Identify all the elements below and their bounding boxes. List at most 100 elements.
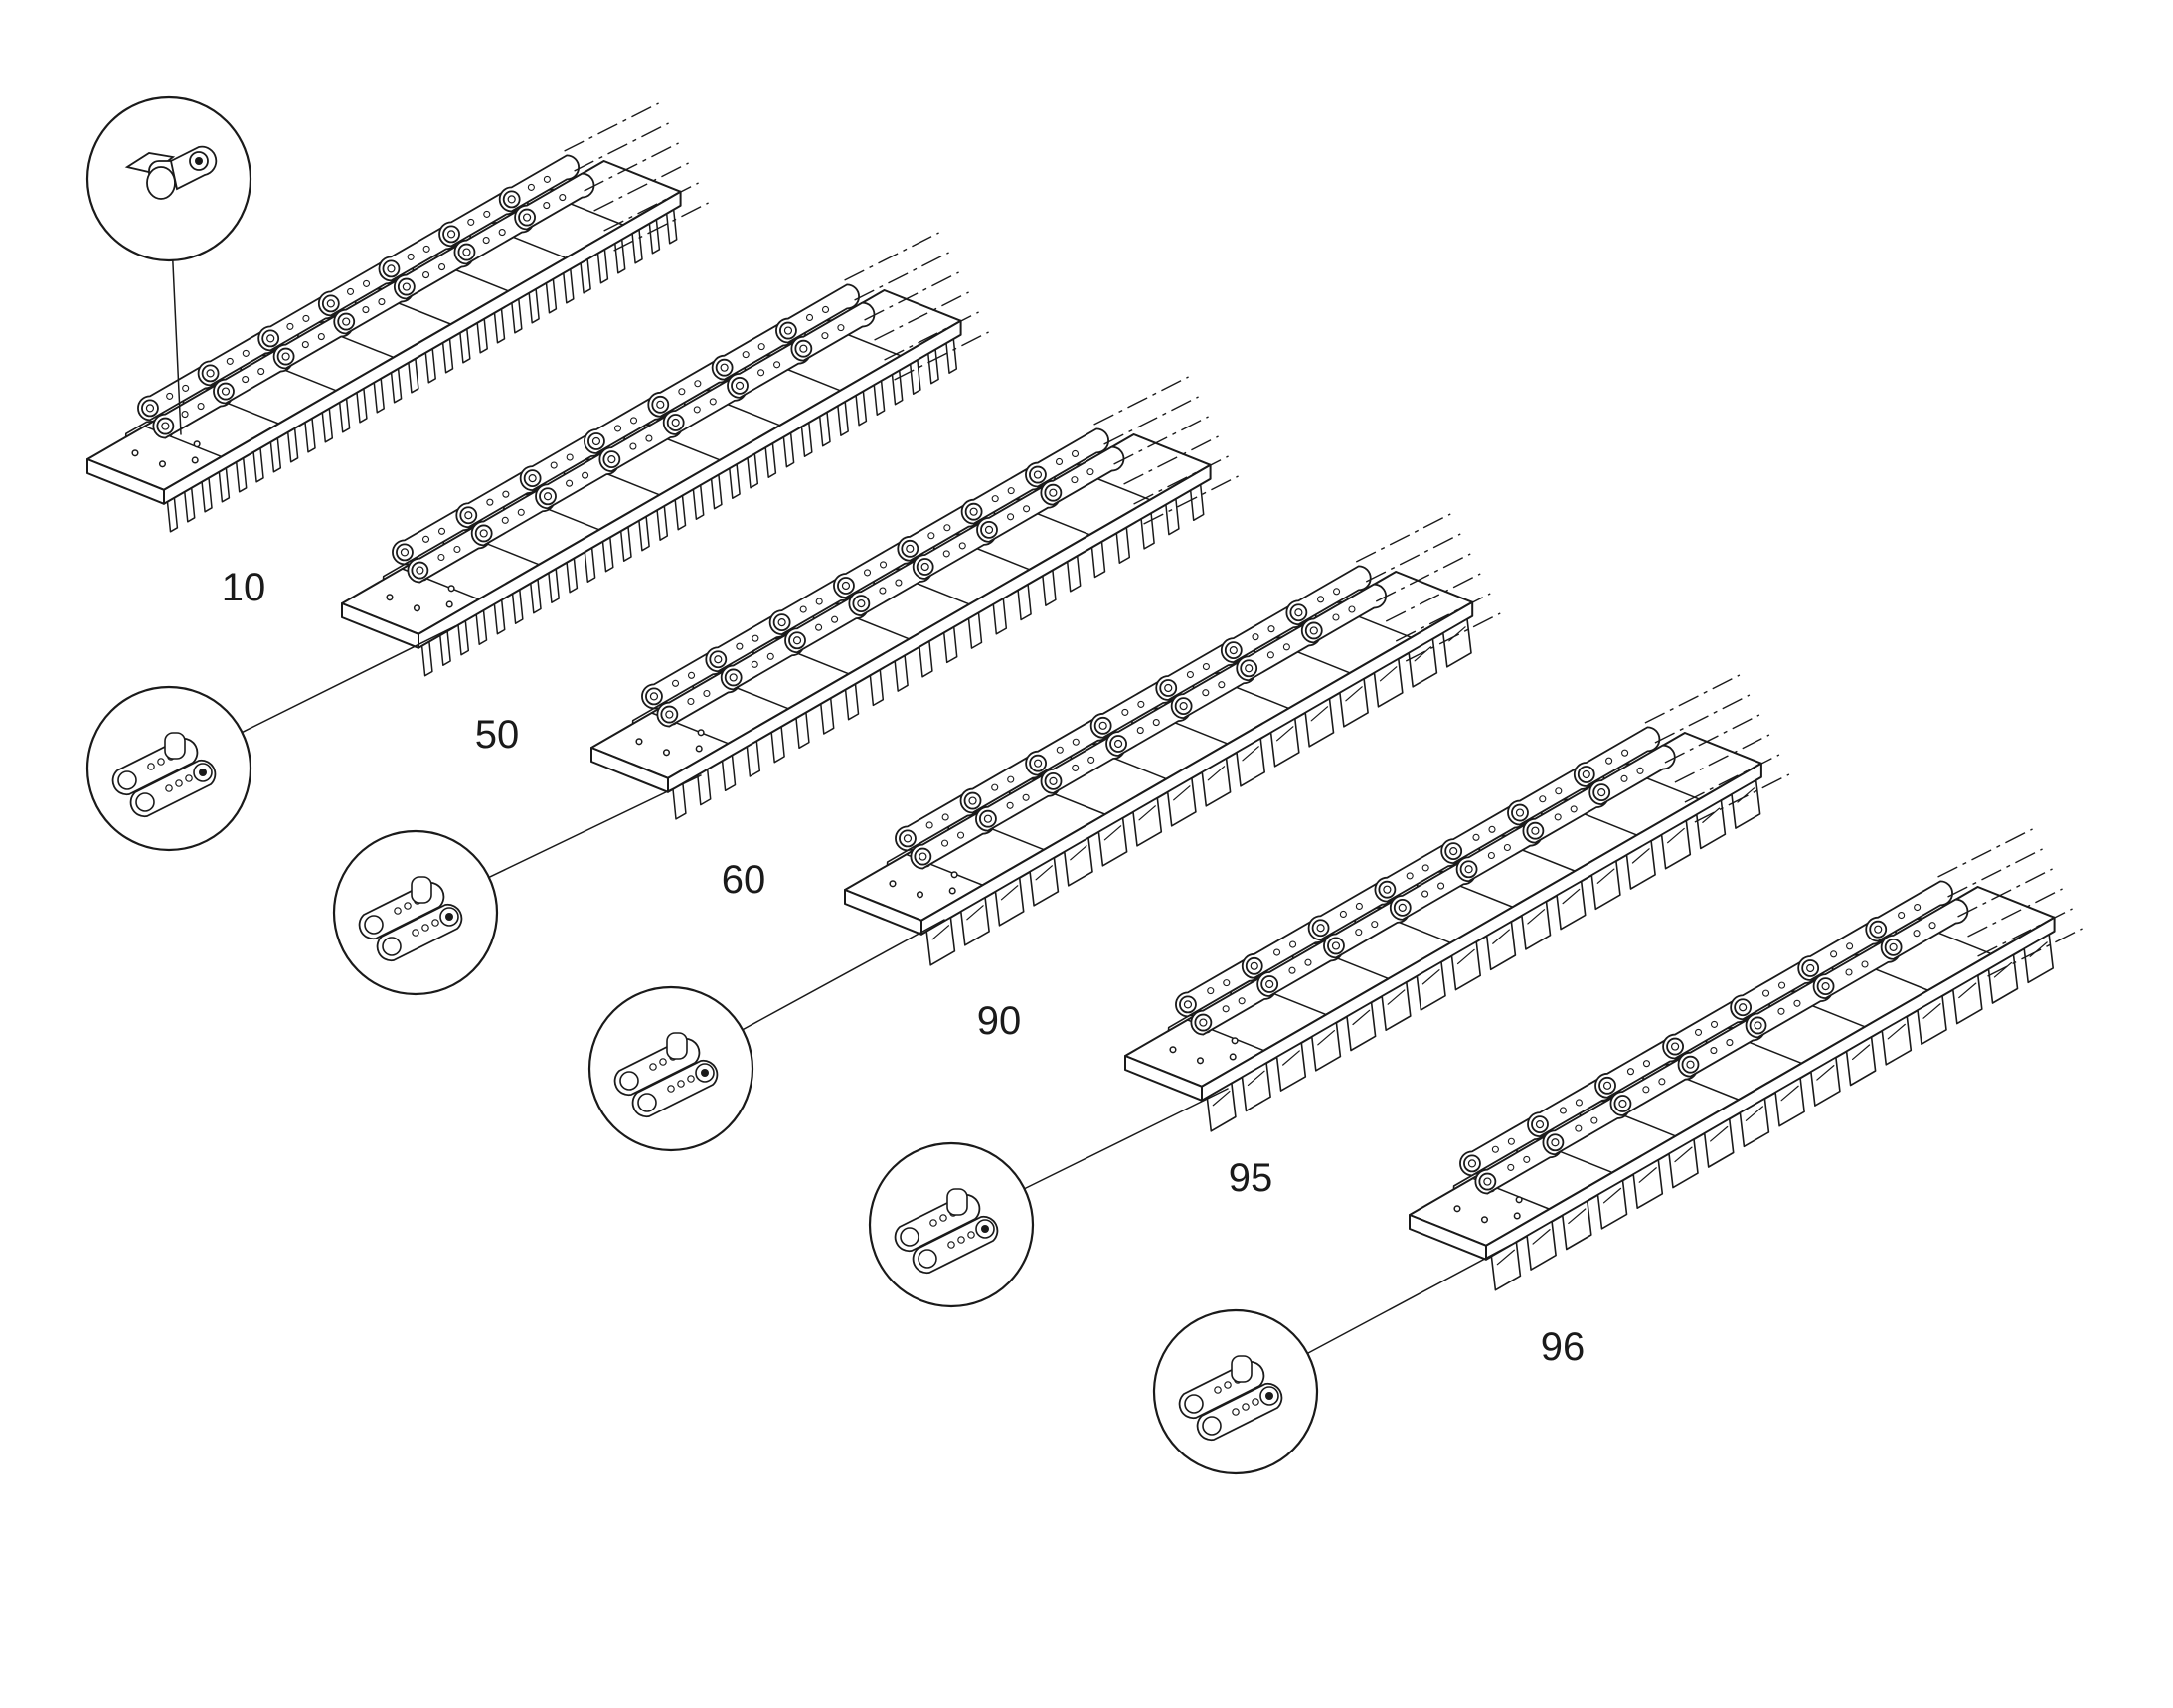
- box-grouser-line: [1035, 865, 1053, 881]
- tooth-grouser: [942, 625, 958, 664]
- chain-link-assembly-icon: [358, 876, 463, 962]
- box-grouser: [1241, 1062, 1271, 1112]
- box-grouser: [1064, 836, 1093, 887]
- link-window: [437, 527, 446, 535]
- link-window: [421, 924, 429, 932]
- chain-pin: [1311, 919, 1330, 938]
- chain-pin: [1224, 641, 1243, 660]
- box-grouser: [1236, 737, 1265, 787]
- bushing-shape: [946, 1188, 968, 1216]
- link-window: [1242, 1403, 1250, 1411]
- link-window: [943, 524, 951, 532]
- link-window: [751, 660, 758, 668]
- chain-pin: [709, 650, 728, 669]
- bolt-hole: [635, 738, 643, 746]
- link-window: [815, 598, 823, 605]
- link-window: [1288, 966, 1296, 974]
- assembly-number-label: 95: [1229, 1156, 1273, 1200]
- tooth-grouser: [321, 408, 334, 443]
- tooth-grouser: [545, 278, 558, 314]
- link-window: [742, 351, 750, 359]
- box-grouser: [1275, 1042, 1307, 1092]
- link-window: [421, 535, 430, 543]
- continuation-line: [1987, 928, 2083, 977]
- link-window: [1898, 911, 1906, 920]
- link-window: [543, 202, 551, 210]
- box-grouser-line: [1887, 1023, 1906, 1040]
- link-window: [1056, 746, 1064, 754]
- chain-pin: [645, 687, 663, 706]
- chain-pin-center: [543, 492, 553, 501]
- chain-pin: [1816, 977, 1835, 996]
- link-window: [1626, 1068, 1635, 1076]
- pin-center: [701, 1069, 709, 1077]
- link-window: [482, 237, 490, 245]
- chain-pin: [1393, 898, 1412, 917]
- box-grouser-line: [1496, 1249, 1515, 1266]
- box-grouser: [1660, 819, 1692, 870]
- link-window: [1238, 997, 1246, 1005]
- chain-pin-center: [735, 381, 745, 390]
- chain-pin-center: [591, 436, 601, 446]
- tooth-grouser: [424, 348, 436, 384]
- chain-pin-center: [1033, 759, 1043, 768]
- continuation-line: [1937, 828, 2033, 878]
- chain-pin: [1598, 1076, 1616, 1095]
- chain-pin: [1194, 1013, 1213, 1032]
- continuation-line: [1967, 888, 2063, 938]
- chain-pin: [1681, 1055, 1700, 1074]
- tooth-grouser: [304, 418, 316, 453]
- tooth-grouser: [441, 338, 454, 374]
- chain-pin: [276, 347, 295, 366]
- link-window: [362, 306, 370, 314]
- link-window: [1214, 1386, 1222, 1394]
- chain-pin-center: [1618, 1099, 1627, 1109]
- tooth-grouser: [1115, 526, 1131, 564]
- box-grouser: [1596, 1179, 1628, 1230]
- box-grouser-line: [1922, 1003, 1941, 1019]
- link-window: [757, 343, 765, 351]
- link-window: [1252, 1398, 1259, 1406]
- box-grouser-line: [1212, 1090, 1231, 1107]
- continuation-line: [593, 162, 689, 212]
- box-grouser: [1132, 796, 1163, 847]
- track-shoe-side: [86, 458, 165, 505]
- chain-pin: [1327, 937, 1345, 955]
- link-window: [709, 398, 717, 406]
- bolt-hole: [1513, 1212, 1521, 1220]
- box-grouser: [1987, 953, 2019, 1004]
- tooth-grouser: [665, 209, 678, 245]
- chain-pin-center: [783, 326, 793, 335]
- box-grouser-line: [1492, 929, 1510, 944]
- box-grouser: [925, 916, 956, 966]
- chain-pin: [779, 321, 797, 340]
- tooth-grouser: [601, 536, 614, 573]
- chain-pin-center: [507, 195, 516, 204]
- link-window: [613, 425, 622, 432]
- continuation-line: [613, 202, 709, 252]
- chain-pin: [1240, 659, 1258, 678]
- box-grouser: [1097, 816, 1128, 867]
- bushing-shape: [411, 876, 432, 904]
- chain-pin: [1444, 842, 1463, 861]
- chain-pin-center: [1179, 702, 1188, 711]
- link-window: [1282, 643, 1290, 651]
- tooth-grouser: [218, 467, 231, 503]
- link-window: [773, 361, 781, 369]
- link-window: [1072, 738, 1080, 746]
- chain-pin: [539, 487, 557, 506]
- link-window: [1913, 930, 1921, 938]
- link-window: [645, 434, 653, 442]
- link-window: [941, 813, 949, 821]
- link-window: [1371, 921, 1379, 929]
- link-window: [1207, 987, 1215, 995]
- link-window: [362, 279, 371, 287]
- shoe-ridge: [886, 848, 917, 867]
- link-window: [157, 758, 165, 766]
- chain-pin: [1029, 465, 1047, 484]
- link-window: [498, 229, 506, 237]
- chain-pin: [1044, 483, 1063, 502]
- box-grouser: [1556, 880, 1587, 931]
- link-window: [757, 369, 765, 377]
- box-grouser-line: [1780, 1085, 1799, 1102]
